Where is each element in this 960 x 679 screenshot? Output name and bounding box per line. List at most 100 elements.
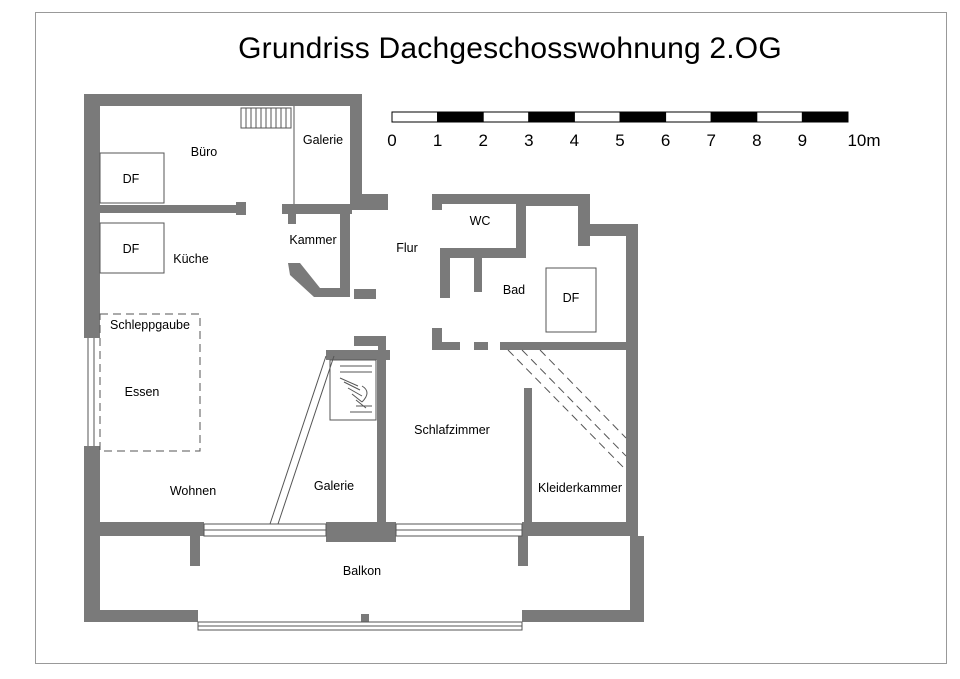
stair-rail-inner (277, 355, 335, 525)
label-flur: Flur (396, 241, 418, 255)
wall-balkon-right (630, 536, 644, 622)
wall-balkon-pillar-left (190, 536, 200, 566)
wall-balkon-bottom-left (84, 610, 198, 622)
stair-dashed-c (539, 349, 627, 439)
scale-segment (437, 111, 484, 123)
drawing-frame (35, 12, 947, 664)
label-df-kueche: DF (123, 242, 140, 256)
scale-segment (710, 111, 758, 123)
wall-kammer-top (282, 204, 352, 214)
label-wohnen: Wohnen (170, 484, 216, 498)
label-bad: Bad (503, 283, 525, 297)
stairs-top (240, 107, 292, 129)
spiral-stair-outline (329, 359, 377, 421)
scale-tick-label: 3 (524, 131, 533, 150)
scale-tick-label: 4 (570, 131, 579, 150)
wall-left-lower (84, 446, 100, 536)
label-df-bad: DF (563, 291, 580, 305)
scale-tick-label: 9 (798, 131, 807, 150)
spiral-stair (329, 359, 377, 421)
wall-bottom-left (84, 522, 204, 536)
df-bad-box (545, 267, 597, 333)
plan-title: Grundriss Dachgeschosswohnung 2.OG (238, 32, 782, 65)
wall-wc-top-left (432, 194, 442, 210)
wall-flur-top-left (350, 194, 388, 210)
wall-flur-right-stub (432, 328, 442, 350)
label-wc: WC (470, 214, 491, 228)
label-galerie-bottom: Galerie (314, 479, 354, 493)
wall-bad-stub (474, 258, 482, 292)
wall-right (626, 224, 638, 536)
scale-segment (619, 111, 667, 123)
wall-balkon-pillar-right (518, 536, 528, 566)
wall-left-upper (84, 94, 100, 338)
wall-bad-left (440, 248, 450, 298)
scale-tick-label: 5 (615, 131, 624, 150)
scale-tick-label: 10m (847, 131, 880, 150)
wall-kammer-bottom (288, 263, 350, 297)
stairs-top-treads (245, 108, 287, 128)
walls (84, 94, 644, 622)
stair-dashed-a (507, 349, 627, 471)
stair-rail-outer (269, 355, 327, 525)
wall-balkon-bottom-right (522, 610, 644, 622)
wall-kammer-door (288, 204, 296, 224)
wall-galerie-schlaf (377, 356, 386, 526)
scale-segments (391, 111, 849, 123)
label-schleppgaube: Schleppgaube (110, 318, 190, 332)
scale-tick-label: 2 (478, 131, 487, 150)
label-kueche: Küche (173, 252, 208, 266)
thin-lines (87, 106, 627, 631)
stair-dashed-b (521, 349, 627, 457)
scale-segment (801, 111, 849, 123)
room-labels: Büro Galerie DF Kammer Flur WC Küche DF … (110, 133, 622, 578)
label-kammer: Kammer (289, 233, 336, 247)
wall-wc-top (432, 194, 526, 204)
scale-segment (573, 111, 621, 123)
scale-segment (756, 111, 803, 123)
scale-tick-label: 6 (661, 131, 670, 150)
df-buero-box (99, 152, 165, 204)
wall-schlaf-kleider (524, 388, 532, 526)
wall-balkon-left (84, 536, 100, 622)
wall-galerie-right (350, 94, 362, 204)
scale-segment (665, 111, 712, 123)
scale-labels: 0 1 2 3 4 5 6 7 8 9 10m (387, 131, 880, 150)
wall-bottom-mid (326, 522, 396, 542)
scale-segment (528, 111, 575, 123)
wall-wc-bottom (440, 248, 526, 258)
label-df-buero: DF (123, 172, 140, 186)
wall-bad-top-right (578, 224, 638, 236)
wall-kammer-bottom-stub (354, 289, 376, 299)
wall-top (84, 94, 362, 106)
wall-stair-top (326, 350, 390, 360)
spiral-stair-core (361, 385, 368, 403)
scale-tick-label: 7 (706, 131, 715, 150)
wall-bad-step (578, 194, 590, 246)
scale-segment (482, 111, 530, 123)
wall-buero-kueche-end (236, 202, 246, 215)
scale-segment (391, 111, 439, 123)
label-balkon: Balkon (343, 564, 381, 578)
wall-stair-top-stub (354, 336, 378, 346)
spiral-stair-steps (339, 365, 372, 413)
scale-tick-label: 0 (387, 131, 396, 150)
scale-tick-label: 1 (433, 131, 442, 150)
schleppgaube-outline (99, 313, 201, 452)
wall-stair-stub (378, 336, 386, 356)
wall-wc-right (516, 194, 526, 256)
label-buero: Büro (191, 145, 217, 159)
df-kueche-box (99, 222, 165, 274)
wall-balkon-post (361, 614, 369, 622)
wall-bad-bottom (500, 342, 638, 350)
wall-schlaf-top-mid (474, 342, 488, 350)
wall-schlaf-top-left (432, 342, 460, 350)
scale-tick-label: 8 (752, 131, 761, 150)
wall-bottom-right (522, 522, 638, 536)
label-essen: Essen (125, 385, 160, 399)
label-kleiderkammer: Kleiderkammer (538, 481, 622, 495)
wall-kammer-right (340, 210, 350, 292)
label-schlafzimmer: Schlafzimmer (414, 423, 490, 437)
wall-bad-top (526, 194, 590, 206)
